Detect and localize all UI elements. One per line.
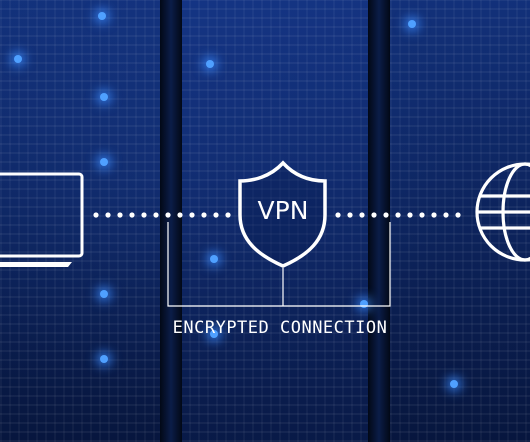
connection-bracket [167, 222, 391, 307]
globe-icon [475, 162, 530, 262]
server-led [100, 355, 108, 363]
server-led [210, 330, 218, 338]
dotted-connection [93, 212, 461, 218]
server-led [14, 55, 22, 63]
server-rack-center [180, 0, 370, 442]
server-led [100, 290, 108, 298]
server-led [450, 380, 458, 388]
server-rack-right [390, 0, 530, 442]
server-led [360, 300, 368, 308]
vpn-label: VPN [257, 196, 309, 225]
server-led [206, 60, 214, 68]
laptop-icon [0, 172, 84, 267]
server-led [210, 255, 218, 263]
server-led [408, 20, 416, 28]
vpn-shield-icon [238, 160, 327, 268]
encrypted-connection-caption: ENCRYPTED CONNECTION [172, 318, 388, 338]
rack-divider [368, 0, 390, 442]
server-led [100, 158, 108, 166]
server-led [98, 12, 106, 20]
rack-divider [160, 0, 182, 442]
server-rack-left [0, 0, 160, 442]
server-led [100, 93, 108, 101]
